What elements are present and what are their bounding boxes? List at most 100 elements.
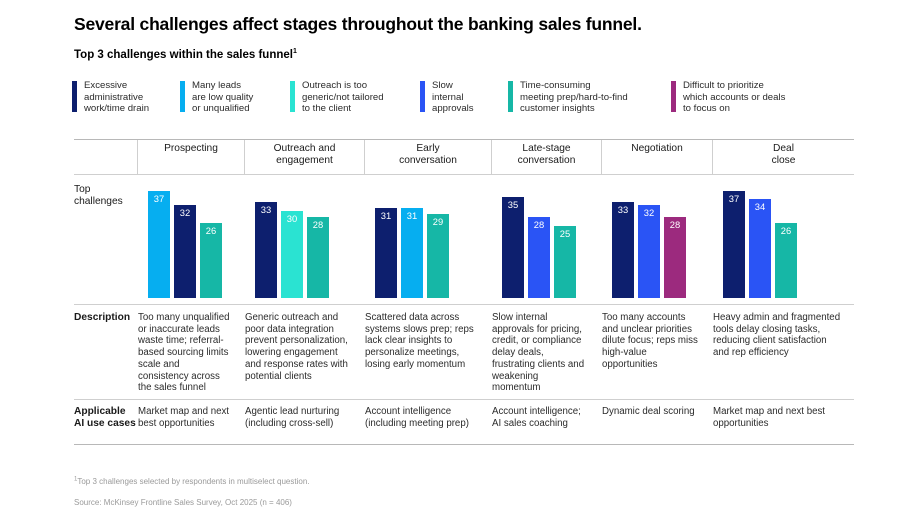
ai-use-case-cell-4: Account intelligence; AI sales coaching	[492, 406, 581, 429]
row-label-description: Description	[74, 312, 131, 323]
chart-subtitle-text: Top 3 challenges within the sales funnel	[74, 49, 293, 61]
chart-subtitle: Top 3 challenges within the sales funnel…	[74, 48, 297, 61]
bar-value-label: 37	[153, 192, 165, 204]
column-header-4: Late-stage conversation	[517, 143, 576, 166]
bar[interactable]: 25	[554, 225, 576, 298]
ai-use-case-cell-6: Market map and next best opportunities	[713, 406, 826, 429]
ai-use-case-cell-5: Dynamic deal scoring	[602, 406, 695, 417]
legend-swatch-icon	[72, 81, 77, 112]
row-label-ai-use-cases: Applicable AI use cases	[74, 406, 136, 429]
header-divider-6	[712, 140, 713, 174]
bar-value-label: 37	[728, 192, 740, 204]
legend-label: Slow internal approvals	[432, 80, 474, 115]
bar-value-label: 30	[286, 213, 298, 224]
bar-group-3: 31 31 29	[375, 182, 453, 298]
bar-value-label: 31	[406, 210, 418, 222]
legend-item-hard-to-prioritize: Difficult to prioritize which accounts o…	[671, 80, 801, 115]
footnote-marker: 1	[74, 475, 78, 482]
bar-value-label: 33	[260, 204, 272, 216]
ai-use-case-cell-2: Agentic lead nurturing (including cross-…	[245, 406, 340, 429]
column-header-5: Negotiation	[631, 143, 683, 154]
bar[interactable]: 37	[723, 190, 745, 298]
header-divider-5	[601, 140, 602, 174]
bar-value-label: 32	[179, 207, 191, 219]
legend-item-generic-outreach: Outreach is too generic/not tailored to …	[290, 80, 420, 115]
bar[interactable]: 37	[148, 190, 170, 298]
page-title: Several challenges affect stages through…	[74, 14, 642, 34]
column-header-2: Outreach and engagement	[273, 143, 336, 166]
legend: Excessive administrative work/time drain…	[72, 80, 862, 115]
bar[interactable]: 29	[427, 213, 449, 298]
rule-header-top	[74, 139, 854, 140]
legend-swatch-icon	[671, 81, 676, 112]
bar-group-5: 33 32 28	[612, 182, 690, 298]
bar[interactable]: 32	[638, 205, 660, 298]
bar-value-label: 26	[205, 224, 217, 236]
bar-value-label: 28	[312, 218, 324, 230]
bar-group-1: 37 32 26	[148, 182, 226, 298]
header-divider-4	[491, 140, 492, 174]
bar-value-label: 26	[780, 224, 792, 236]
bar[interactable]: 32	[174, 205, 196, 298]
bar-value-label: 33	[617, 204, 629, 216]
rule-table-bottom	[74, 444, 854, 445]
bar[interactable]: 30	[281, 211, 303, 298]
subtitle-footnote-marker: 1	[292, 48, 297, 56]
description-cell-2: Generic outreach and poor data integrati…	[245, 312, 348, 382]
legend-swatch-icon	[420, 81, 425, 112]
bar-value-label: 32	[643, 207, 655, 219]
description-cell-4: Slow internal approvals for pricing, cre…	[492, 312, 585, 394]
bar[interactable]: 26	[200, 222, 222, 298]
description-cell-3: Scattered data across systems slows prep…	[365, 312, 474, 370]
bar-group-2: 33 30 28	[255, 182, 333, 298]
row-label-top-challenges: Top challenges	[74, 184, 123, 207]
bar[interactable]: 28	[664, 216, 686, 298]
footnote-text-1: Top 3 challenges selected by respondents…	[77, 476, 310, 486]
column-header-3: Early conversation	[399, 143, 457, 166]
bar[interactable]: 28	[528, 216, 550, 298]
legend-label: Many leads are low quality or unqualifie…	[192, 80, 254, 115]
header-divider-2	[244, 140, 245, 174]
bar[interactable]: 33	[255, 202, 277, 298]
legend-label: Excessive administrative work/time drain	[84, 80, 150, 115]
description-cell-5: Too many accounts and unclear priorities…	[602, 312, 698, 370]
legend-item-excessive-admin: Excessive administrative work/time drain	[72, 80, 180, 115]
bar-value-label: 25	[559, 227, 571, 239]
bar[interactable]: 31	[375, 208, 397, 298]
legend-item-low-quality-leads: Many leads are low quality or unqualifie…	[180, 80, 290, 115]
footnote: 1Top 3 challenges selected by respondent…	[74, 466, 309, 508]
bar[interactable]: 33	[612, 202, 634, 298]
footnote-line-2: Source: McKinsey Frontline Sales Survey,…	[74, 497, 292, 507]
bar[interactable]: 35	[502, 196, 524, 298]
legend-swatch-icon	[180, 81, 185, 112]
legend-swatch-icon	[290, 81, 295, 112]
rule-usecase-top	[74, 399, 854, 400]
ai-use-case-cell-1: Market map and next best opportunities	[138, 406, 230, 429]
bar[interactable]: 31	[401, 208, 423, 298]
legend-item-time-consuming-prep: Time-consuming meeting prep/hard-to-find…	[508, 80, 671, 115]
rule-header-bottom	[74, 174, 854, 175]
header-divider-1	[137, 140, 138, 174]
ai-use-case-cell-3: Account intelligence (including meeting …	[365, 406, 469, 429]
footnote-line-1: 1Top 3 challenges selected by respondent…	[74, 475, 310, 486]
description-cell-6: Heavy admin and fragmented tools delay c…	[713, 312, 841, 359]
bar[interactable]: 26	[775, 222, 797, 298]
bar-value-label: 28	[669, 218, 681, 230]
legend-label: Difficult to prioritize which accounts o…	[683, 80, 786, 115]
bar-value-label: 34	[754, 201, 766, 213]
bar-value-label: 29	[432, 215, 444, 227]
header-divider-3	[364, 140, 365, 174]
bar[interactable]: 28	[307, 216, 329, 298]
bar[interactable]: 34	[749, 199, 771, 298]
bar-group-6: 37 34 26	[723, 182, 801, 298]
column-header-1: Prospecting	[164, 143, 218, 154]
legend-label: Time-consuming meeting prep/hard-to-find…	[520, 80, 628, 115]
legend-swatch-icon	[508, 81, 513, 112]
column-header-6: Deal close	[771, 143, 796, 166]
legend-item-slow-approvals: Slow internal approvals	[420, 80, 508, 115]
rule-description-top	[74, 304, 854, 305]
description-cell-1: Too many unqualified or inaccurate leads…	[138, 312, 230, 394]
